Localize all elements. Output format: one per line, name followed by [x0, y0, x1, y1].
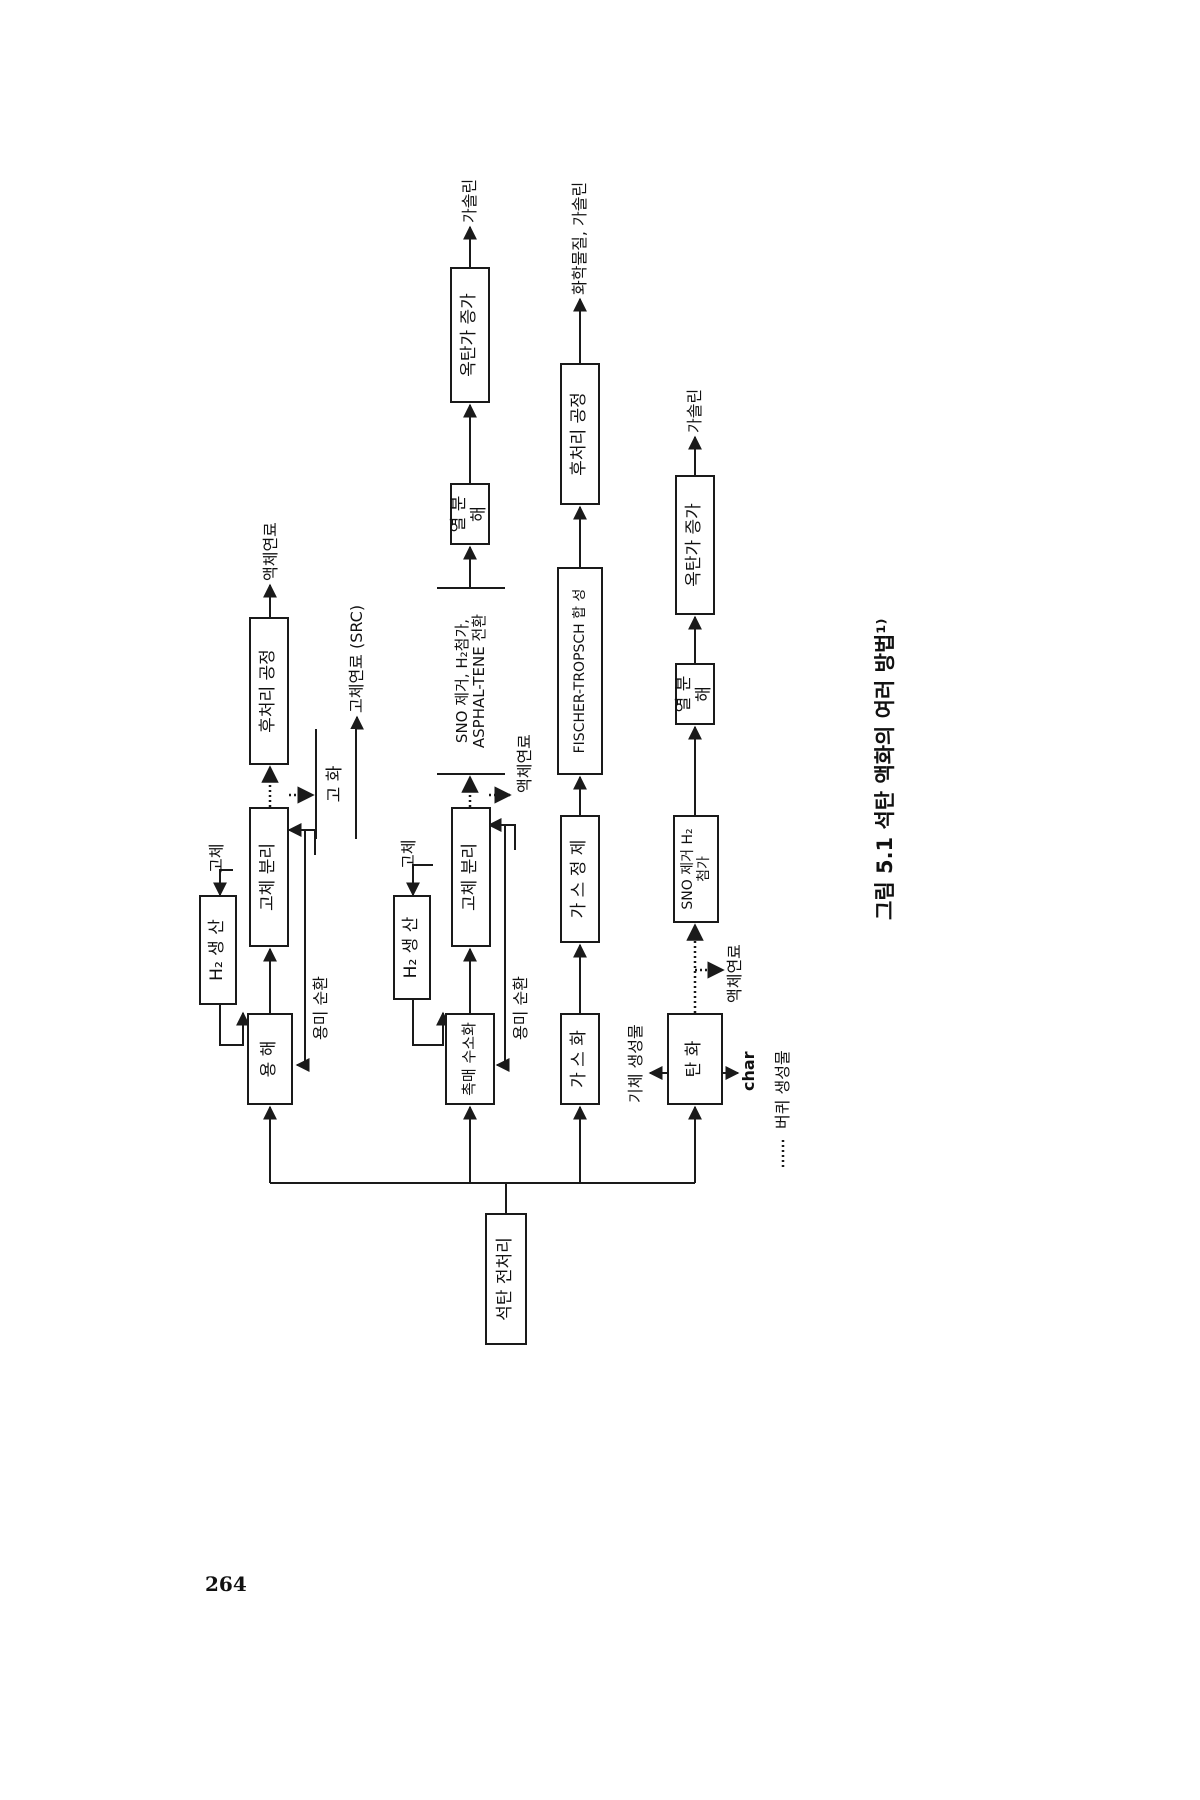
r4-pyrolysis-box: 열 분해 [674, 663, 715, 725]
r4-gas-products-output: 기체 생성물 [626, 1024, 645, 1103]
r2-solid-feedback-label: 고체 [399, 839, 418, 869]
r2-solid-feedback [406, 864, 433, 897]
r1-recycle-line [295, 830, 310, 1072]
r2-octane-label: 옥탄가 증가 [459, 293, 480, 377]
r2-solid-separation-box: 고체 분리 [451, 807, 491, 947]
r1-sep-down [287, 823, 316, 855]
r2-treatment-label: SNO 제거, H₂첨가, ASPHAL-TENE 전환 [452, 613, 488, 749]
r1-solid-feedback-label: 고체 [207, 843, 226, 873]
r2-recycle-line [495, 825, 510, 1072]
r1-solidification-label: 고 화 [325, 765, 346, 803]
r1-recycle-label: 용미 순환 [311, 976, 330, 1040]
legend-label: 버퀴 생성물 [773, 1050, 792, 1129]
r2-h2-production-label: H₂ 생 산 [401, 916, 422, 979]
coal-pretreatment-box: 석탄 전처리 [485, 1213, 527, 1345]
r1-post-treatment-box: 후처리 공정 [249, 617, 289, 765]
r4-char-output: char [739, 1051, 758, 1091]
r1-solid-separation-box: 고체 분리 [249, 807, 289, 947]
r2-liquid-fuel-output: 액체연료 [515, 734, 534, 793]
r2-h2-to-main [412, 1000, 450, 1046]
r3-gasification-label: 가 스 화 [569, 1030, 590, 1088]
r2-gasoline-output: 가솔린 [460, 178, 479, 223]
r2-octane-box: 옥탄가 증가 [450, 267, 490, 403]
r4-carbonization-label: 탄 화 [684, 1040, 705, 1078]
r1-post-treatment-label: 후처리 공정 [258, 649, 279, 733]
r3-gas-cleanup-label: 가 스 정 제 [569, 839, 590, 919]
r1-dissolution-box: 용 해 [247, 1013, 293, 1105]
rotated-flowchart: 석탄 전처리 용 해 H₂ 생 산 고체 분리 고체 용미 순환 후처리 공정 … [185, 145, 965, 1585]
r1-solid-separation-label: 고체 분리 [258, 843, 279, 911]
r2-recycle-label: 용미 순환 [511, 976, 530, 1040]
r1-h2-to-main [219, 1005, 250, 1046]
r3-gas-cleanup-box: 가 스 정 제 [560, 815, 600, 943]
r3-gasification-box: 가 스 화 [560, 1013, 600, 1105]
coal-pretreatment-label: 석탄 전처리 [495, 1237, 516, 1321]
r3-post-treatment-box: 후처리 공정 [560, 363, 600, 505]
r2-sep-down [487, 818, 516, 850]
r1-solid-fuel-output: 고체연료 (SRC) [347, 604, 366, 713]
page-number: 264 [205, 1572, 247, 1596]
r4-gasoline-output: 가솔린 [685, 388, 704, 433]
r2-treatment-box: SNO 제거, H₂첨가, ASPHAL-TENE 전환 [437, 587, 505, 775]
r2-pyrolysis-box: 열 분해 [449, 483, 490, 545]
r1-solidification-box: 고 화 [315, 729, 357, 839]
r1-liquid-fuel-output: 액체연료 [261, 522, 280, 581]
r1-h2-production-label: H₂ 생 산 [207, 919, 228, 981]
r4-octane-label: 옥탄가 증가 [684, 503, 705, 587]
r3-chemicals-output: 화학물질, 가솔린 [570, 181, 589, 295]
figure-caption: 그림 5.1 석탄 액화의 여러 방법¹⁾ [873, 618, 897, 920]
r3-fischer-tropsch-label: FISCHER-TROPSCH 합 성 [571, 588, 588, 754]
r4-treatment-box: SNO 제거 H₂ 첨가 [673, 815, 719, 923]
r2-hydrogenation-label: 촉매 수소화 [460, 1022, 479, 1096]
r2-h2-production-box: H₂ 생 산 [393, 895, 431, 1000]
r3-fischer-tropsch-box: FISCHER-TROPSCH 합 성 [557, 567, 603, 775]
r2-hydrogenation-box: 촉매 수소화 [445, 1013, 495, 1105]
r1-h2-production-box: H₂ 생 산 [199, 895, 237, 1005]
r4-treatment-label: SNO 제거 H₂ 첨가 [679, 828, 712, 910]
r4-octane-box: 옥탄가 증가 [675, 475, 715, 615]
r4-liquid-fuel-output: 액체연료 [725, 944, 744, 1003]
r4-carbonization-box: 탄 화 [667, 1013, 723, 1105]
r2-solid-separation-label: 고체 분리 [460, 843, 481, 911]
r1-solid-feedback [213, 869, 233, 897]
r2-pyrolysis-label: 열 분해 [449, 495, 489, 533]
r4-pyrolysis-label: 열 분해 [674, 675, 714, 713]
r3-post-treatment-label: 후처리 공정 [569, 392, 590, 476]
r1-dissolution-label: 용 해 [259, 1040, 280, 1078]
